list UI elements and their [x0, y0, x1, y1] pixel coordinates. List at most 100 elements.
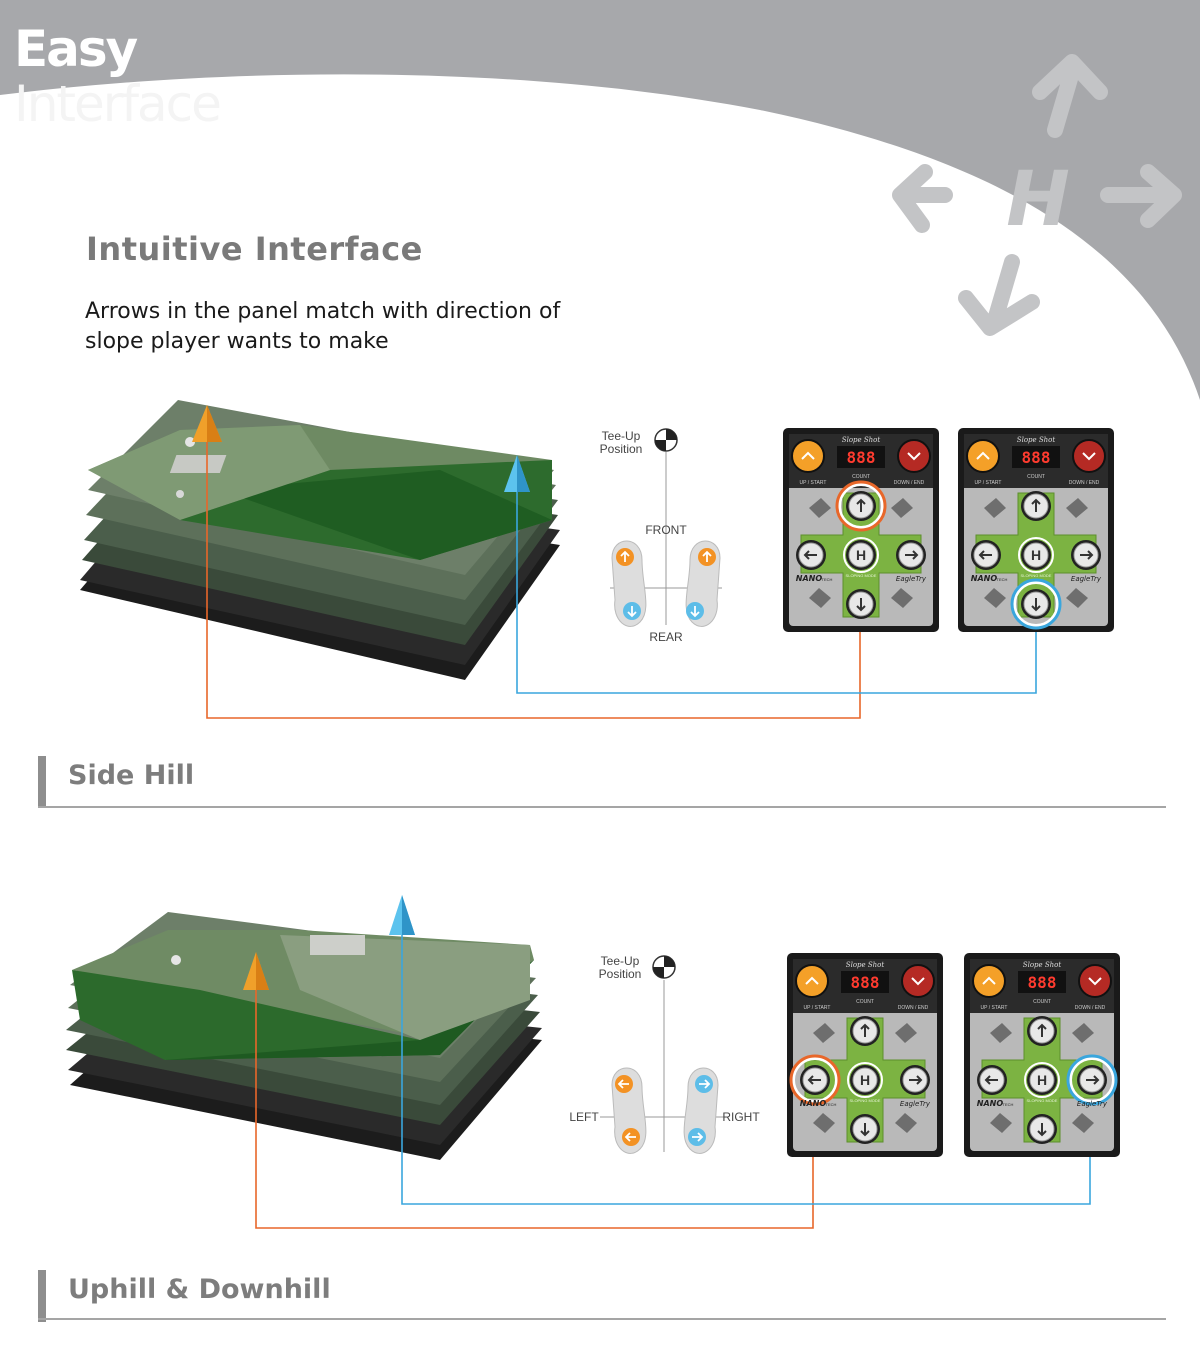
orange-cone-icon — [243, 952, 269, 990]
right-arrow-button[interactable] — [896, 540, 926, 570]
eagletry-brand: EagleTry — [1071, 575, 1102, 583]
svg-text:FRONT: FRONT — [645, 523, 687, 537]
up-arrow-button[interactable] — [835, 480, 887, 532]
sloping-mode-label: SLOPING MODE — [850, 1098, 881, 1103]
down-end-label: DOWN / END — [894, 480, 925, 486]
eagletry-brand: EagleTry — [896, 575, 927, 583]
right-arrow-button[interactable] — [1066, 1054, 1118, 1106]
left-arrow-button[interactable] — [977, 1065, 1007, 1095]
panel-brand: Slope Shot — [1017, 436, 1056, 444]
count-display — [1018, 971, 1066, 993]
right-arrow-button[interactable] — [1071, 540, 1101, 570]
nano-tech: TECH — [826, 1102, 837, 1107]
sloping-mode-label: SLOPING MODE — [1027, 1098, 1058, 1103]
svg-text:H: H — [1031, 547, 1041, 563]
up-start-label: UP / START — [981, 1005, 1008, 1011]
count-display-value: 888 — [847, 448, 876, 467]
count-display-value: 888 — [1022, 448, 1051, 467]
down-end-button[interactable] — [901, 964, 935, 998]
svg-text:H: H — [1006, 154, 1070, 243]
section-divider — [38, 806, 1166, 808]
home-button[interactable]: H — [1018, 537, 1054, 573]
up-arrow-button[interactable] — [1027, 1016, 1057, 1046]
home-button[interactable]: H — [847, 1062, 883, 1098]
left-arrow-button[interactable] — [971, 540, 1001, 570]
count-label: COUNT — [1033, 999, 1051, 1005]
orange-connector-line — [255, 990, 814, 1229]
up-start-button[interactable] — [795, 964, 829, 998]
svg-text:Position: Position — [599, 967, 642, 981]
down-arrow-button[interactable] — [846, 589, 876, 619]
slope-mat-illustration — [80, 400, 560, 680]
nano-tech: TECH — [1003, 1102, 1014, 1107]
down-end-button[interactable] — [1072, 439, 1106, 473]
up-arrow-button[interactable] — [850, 1016, 880, 1046]
section-bar-side-hill — [38, 756, 46, 808]
uphill-downhill-diagram: Tee-Up Position LEFT RIGHT Slope Shot888… — [66, 895, 1120, 1229]
page-title-line-2: Interface — [14, 75, 222, 133]
up-start-button[interactable] — [966, 439, 1000, 473]
svg-text:H: H — [860, 1072, 870, 1088]
nano-tech: TECH — [997, 577, 1008, 582]
up-start-button[interactable] — [791, 439, 825, 473]
slope-mat-illustration — [66, 912, 542, 1160]
intro-heading: Intuitive Interface — [86, 230, 423, 268]
down-end-button[interactable] — [1078, 964, 1112, 998]
down-end-label: DOWN / END — [898, 1005, 929, 1011]
sloping-mode-label: SLOPING MODE — [1021, 573, 1052, 578]
nano-brand: NANO — [971, 574, 998, 583]
eagletry-brand: EagleTry — [900, 1100, 931, 1108]
nano-brand: NANO — [800, 1099, 827, 1108]
tee-target-icon — [652, 955, 676, 979]
blue-cone-icon — [389, 895, 415, 935]
down-end-label: DOWN / END — [1075, 1005, 1106, 1011]
section-title-uphill-downhill: Uphill & Downhill — [68, 1274, 331, 1305]
svg-text:Tee-Up: Tee-Up — [601, 954, 640, 968]
svg-text:Position: Position — [600, 442, 643, 456]
panel-brand: Slope Shot — [1023, 961, 1062, 969]
nano-tech: TECH — [822, 577, 833, 582]
left-arrow-button[interactable] — [796, 540, 826, 570]
nano-brand: NANO — [796, 574, 823, 583]
count-label: COUNT — [852, 474, 870, 480]
side-hill-diagram: Tee-Up Position FRONT REAR Slope Shot 888… — [80, 400, 1114, 719]
count-display — [841, 971, 889, 993]
up-start-label: UP / START — [800, 480, 827, 486]
count-display — [837, 446, 885, 468]
up-arrow-button[interactable] — [1021, 491, 1051, 521]
nano-brand: NANO — [977, 1099, 1004, 1108]
down-end-button[interactable] — [897, 439, 931, 473]
intro-description: Arrows in the panel match with direction… — [85, 299, 561, 354]
svg-text:LEFT: LEFT — [569, 1110, 599, 1124]
tee-target-icon — [654, 428, 678, 452]
home-button[interactable]: H — [843, 537, 879, 573]
down-arrow-button[interactable] — [850, 1114, 880, 1144]
right-arrow-button[interactable] — [900, 1065, 930, 1095]
tee-up-position-diagram: Tee-Up Position LEFT RIGHT — [569, 954, 760, 1154]
down-end-label: DOWN / END — [1069, 480, 1100, 486]
down-arrow-button[interactable] — [1010, 578, 1062, 630]
svg-text:Tee-Up: Tee-Up — [602, 429, 641, 443]
up-start-button[interactable] — [972, 964, 1006, 998]
section-divider — [38, 1318, 1166, 1320]
home-button[interactable]: H — [1024, 1062, 1060, 1098]
svg-text:RIGHT: RIGHT — [722, 1110, 760, 1124]
up-start-label: UP / START — [804, 1005, 831, 1011]
down-arrow-button[interactable] — [1027, 1114, 1057, 1144]
left-arrow-button[interactable] — [789, 1054, 841, 1106]
eagletry-brand: EagleTry — [1077, 1100, 1108, 1108]
tee-up-position-diagram: Tee-Up Position FRONT REAR — [600, 428, 722, 644]
blue-cone-icon — [504, 455, 530, 492]
sloping-mode-label: SLOPING MODE — [846, 573, 877, 578]
section-title-side-hill: Side Hill — [68, 760, 195, 791]
decorative-arrows-icon — [892, 54, 1182, 336]
panel-brand: Slope Shot — [842, 436, 881, 444]
orange-cone-icon — [192, 405, 222, 442]
blue-connector-line — [516, 492, 1037, 694]
section-bar-uphill-downhill — [38, 1270, 46, 1322]
